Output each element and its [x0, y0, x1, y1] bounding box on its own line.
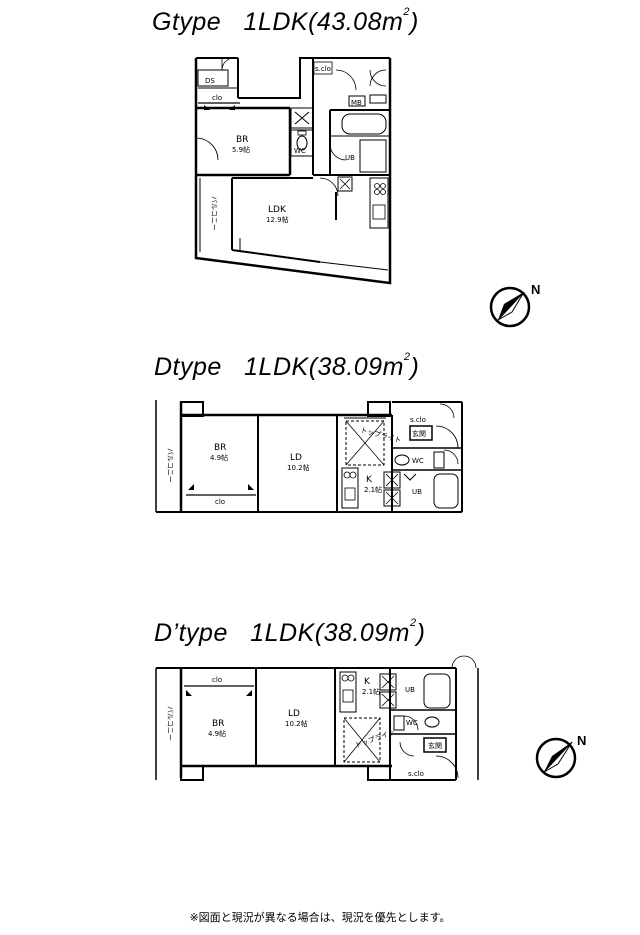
dp-ld-size: 10.2帖 — [285, 719, 308, 728]
g-ldk-size: 12.9帖 — [266, 215, 289, 224]
plan-dprime-type — [155, 655, 479, 781]
d-br-size: 4.9帖 — [210, 453, 228, 462]
title-gtype: Gtype 1LDK(43.08m2) — [152, 6, 419, 37]
g-br-size: 5.9帖 — [232, 145, 250, 154]
plan-dtype — [155, 400, 463, 513]
title-dtype-sup: 2 — [403, 351, 411, 363]
d-clo-label: clo — [215, 498, 225, 506]
dp-br-label: BR — [212, 719, 224, 729]
dp-balcony-label: バルコニー — [166, 706, 174, 741]
compass-top: N — [489, 282, 540, 328]
g-ub-label: UB — [345, 154, 355, 162]
title-dprime-type-close: ) — [416, 619, 426, 647]
g-ds-label: DS — [205, 77, 215, 85]
g-br-label: BR — [236, 135, 248, 145]
footnote: ※図面と現況が異なる場合は、現況を優先とします。 — [189, 911, 451, 924]
dp-genkan-label: 玄関 — [428, 741, 442, 750]
title-gtype-sup: 2 — [403, 6, 410, 18]
title-dprime-type-sup: 2 — [409, 617, 417, 629]
dp-br-size: 4.9帖 — [208, 729, 226, 738]
title-dprime-type-type: D’type — [154, 619, 228, 647]
dp-k-size: 2.1帖 — [362, 687, 380, 696]
g-balcony-label: バルコニー — [210, 196, 218, 231]
dp-ub-label: UB — [405, 686, 415, 694]
title-dprime-type: D’type 1LDK(38.09m2) — [154, 617, 426, 648]
title-dtype: Dtype 1LDK(38.09m2) — [154, 351, 420, 382]
g-mb-label: MB — [351, 99, 362, 107]
d-genkan-label: 玄関 — [412, 429, 426, 438]
g-ldk-label: LDK — [268, 205, 287, 215]
g-sclo-label: s.clo — [315, 65, 331, 73]
d-balcony-label: バルコニー — [166, 448, 174, 483]
title-gtype-close: ) — [409, 8, 419, 36]
d-ub-label: UB — [412, 488, 422, 496]
compass-bottom-label: N — [577, 733, 586, 748]
d-br-label: BR — [214, 443, 226, 453]
d-ld-size: 10.2帖 — [287, 463, 310, 472]
title-dtype-close: ) — [410, 353, 420, 381]
g-clo-label: clo — [212, 94, 222, 102]
dp-ld-label: LD — [288, 709, 300, 719]
d-ld-label: LD — [290, 453, 302, 463]
compass-top-label: N — [531, 282, 540, 297]
compass-bottom: N — [535, 733, 586, 779]
dp-k-label: K — [364, 677, 371, 687]
g-wc-label: WC — [294, 147, 306, 155]
labels-gtype: DS clo s.clo MB BR 5.9帖 WC UB LDK 12.9帖 … — [205, 65, 362, 231]
d-sclo-label: s.clo — [410, 416, 426, 424]
dp-clo-label: clo — [212, 676, 222, 684]
title-dtype-layout: 1LDK — [244, 353, 309, 381]
title-dtype-area: (38.09m — [308, 353, 404, 381]
d-wc-label: WC — [412, 457, 424, 465]
title-dprime-type-layout: 1LDK — [250, 619, 315, 647]
title-gtype-layout: 1LDK — [243, 8, 309, 36]
title-dtype-type: Dtype — [154, 353, 222, 381]
d-k-label: K — [366, 475, 373, 485]
title-gtype-area: (43.08m — [308, 8, 404, 36]
d-k-size: 2.1帖 — [364, 485, 382, 494]
labels-dprime-type: バルコニー clo BR 4.9帖 LD 10.2帖 K 2.1帖 トップライト… — [166, 676, 442, 778]
plan-gtype — [194, 57, 392, 285]
title-dprime-type-area: (38.09m — [314, 619, 410, 647]
title-gtype-type: Gtype — [152, 8, 222, 36]
dp-sclo-label: s.clo — [408, 770, 424, 778]
dp-wc-label: WC — [406, 719, 418, 727]
